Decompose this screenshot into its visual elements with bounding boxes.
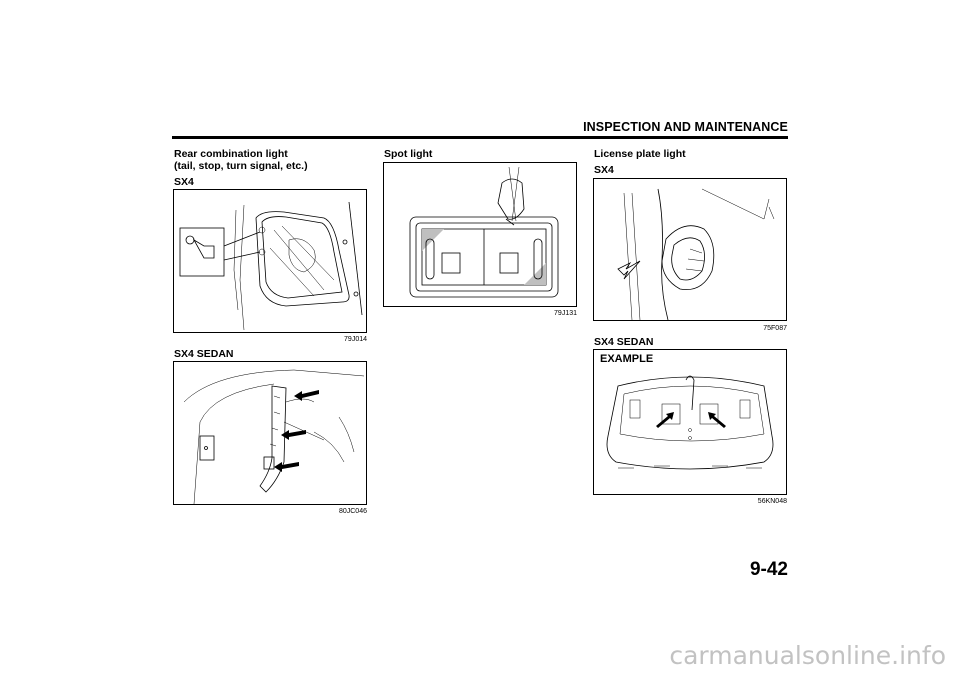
rear-light-heading-line2: (tail, stop, turn signal, etc.) bbox=[174, 160, 308, 172]
rear-light-sx4-figure bbox=[173, 189, 367, 333]
fig-code-79j014: 79J014 bbox=[344, 336, 367, 343]
example-label: EXAMPLE bbox=[600, 353, 654, 365]
sx4-sedan-label: SX4 SEDAN bbox=[174, 348, 234, 360]
spot-light-heading: Spot light bbox=[384, 148, 433, 160]
rear-light-sedan-figure bbox=[173, 361, 367, 505]
section-title: INSPECTION AND MAINTENANCE bbox=[583, 120, 788, 134]
rear-light-sx4-illustration bbox=[179, 201, 363, 331]
spot-light-figure bbox=[383, 162, 577, 307]
license-plate-heading: License plate light bbox=[594, 148, 686, 160]
page-number: 9-42 bbox=[749, 559, 788, 580]
sx4-label-2: SX4 bbox=[594, 164, 614, 176]
rear-light-heading-line1: Rear combination light bbox=[174, 148, 288, 160]
sx4-label: SX4 bbox=[174, 176, 194, 188]
license-plate-sx4-figure bbox=[593, 178, 787, 321]
sx4-sedan-label-2: SX4 SEDAN bbox=[594, 336, 654, 348]
fig-code-56kn048: 56KN048 bbox=[757, 498, 787, 505]
fig-code-80jc046: 80JC046 bbox=[338, 508, 367, 515]
fig-code-75f087: 75F087 bbox=[763, 325, 787, 332]
license-plate-sedan-figure: EXAMPLE bbox=[593, 349, 787, 495]
header-rule bbox=[172, 136, 788, 139]
license-plate-sx4-illustration bbox=[617, 188, 775, 320]
footer-watermark[interactable]: carmanualsonline.info bbox=[669, 641, 946, 670]
rear-light-sedan-illustration bbox=[183, 369, 365, 504]
license-plate-sedan-illustration bbox=[606, 375, 774, 470]
fig-code-79j131: 79J131 bbox=[554, 310, 577, 317]
spot-light-illustration bbox=[409, 166, 559, 298]
